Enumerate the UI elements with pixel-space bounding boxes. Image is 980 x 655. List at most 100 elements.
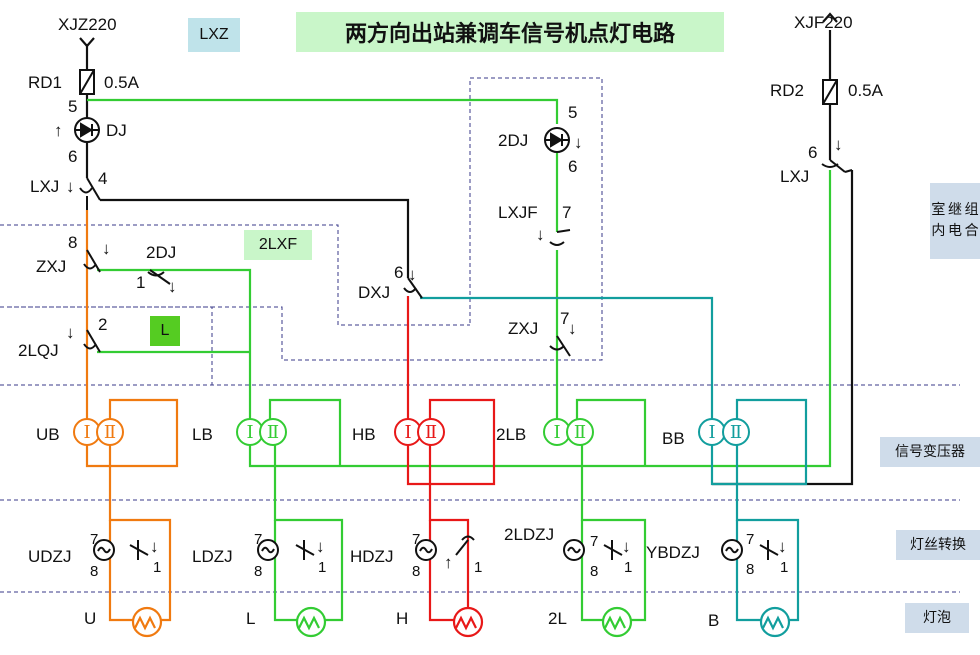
green-wiring: [87, 98, 832, 622]
diagram-title: 两方向出站兼调车信号机点灯电路: [296, 12, 724, 52]
zxj-mid-label: ZXJ: [508, 319, 538, 338]
lqj-arrow: ↓: [66, 323, 75, 342]
transformer-windings: Ⅰ Ⅱ Ⅰ Ⅱ Ⅰ Ⅱ Ⅰ Ⅱ Ⅰ Ⅱ: [83, 422, 742, 442]
indoor-label-line-2: 继电: [948, 202, 962, 239]
dj2-num-5: 5: [568, 103, 577, 122]
hdzj-1: 1: [474, 559, 482, 576]
dj2-coil: [544, 127, 570, 153]
2ldzj-7: 7: [590, 533, 598, 550]
lxj-left-label: LXJ: [30, 177, 59, 196]
ybdzj-1: 1: [780, 559, 788, 576]
2ldzj-arrow: ↓: [622, 537, 631, 556]
lamp-u: [131, 606, 163, 638]
bulb-section-label: 灯泡: [905, 603, 969, 633]
udzj-8: 8: [90, 563, 98, 580]
xjf220-label: XJF220: [794, 13, 853, 32]
dj-num-5: 5: [68, 97, 77, 116]
lamp-u-label: U: [84, 609, 96, 628]
ldzj-7: 7: [254, 531, 262, 548]
ldzj-label: LDZJ: [192, 547, 233, 566]
lb-primary: Ⅰ: [246, 422, 253, 442]
ldzj-1: 1: [318, 559, 326, 576]
rd1-rating: 0.5A: [104, 73, 140, 92]
dj-coil: [74, 117, 100, 143]
lxjf-label: LXJF: [498, 203, 538, 222]
indoor-label-line-1: 室内: [931, 202, 946, 239]
udzj-7: 7: [90, 531, 98, 548]
ldzj-arrow: ↓: [316, 537, 325, 556]
hdzj-8: 8: [412, 563, 420, 580]
lamp-h: [452, 606, 484, 638]
orange-wiring: [85, 210, 179, 622]
lamp-2l: [601, 606, 633, 638]
lamp-b: [759, 606, 791, 638]
ybdzj-8: 8: [746, 561, 754, 578]
zxj-arrow: ↓: [102, 239, 111, 258]
lxz-tag: LXZ: [188, 18, 240, 52]
bb-secondary: Ⅱ: [730, 422, 742, 442]
bb-label: BB: [662, 429, 685, 448]
transformer-bb: [698, 418, 750, 446]
hdzj-arrow: ↑: [444, 553, 453, 572]
2lb-primary: Ⅰ: [553, 422, 560, 442]
lxjr-num-6: 6: [808, 143, 817, 162]
lamp-symbols: [131, 606, 791, 638]
transformer-2lb: [543, 418, 594, 446]
lxjr-arrow: ↓: [834, 135, 843, 154]
ybdzj-7: 7: [746, 531, 754, 548]
lxj-num-4: 4: [98, 169, 107, 188]
lb-secondary: Ⅱ: [267, 422, 279, 442]
hb-label: HB: [352, 425, 376, 444]
transformer-lb: [236, 418, 287, 446]
lamp-h-label: H: [396, 609, 408, 628]
rd2-rating: 0.5A: [848, 81, 884, 100]
udzj-label: UDZJ: [28, 547, 71, 566]
udzj-symbol: [93, 539, 149, 561]
dxj-label: DXJ: [358, 283, 390, 302]
ub-secondary: Ⅱ: [104, 422, 116, 442]
ybdzj-arrow: ↓: [778, 537, 787, 556]
hdzj-label: HDZJ: [350, 547, 393, 566]
2ldzj-symbol: [563, 539, 623, 561]
lxjf-num-7: 7: [562, 203, 571, 222]
dj2c-arrow: ↓: [168, 277, 177, 296]
transformer-hb: [394, 418, 445, 446]
ub-primary: Ⅰ: [83, 422, 90, 442]
bb-primary: Ⅰ: [708, 422, 715, 442]
dashed-frames: [0, 77, 960, 593]
lamp-2l-label: 2L: [548, 609, 567, 628]
udzj-arrow: ↓: [150, 537, 159, 556]
hb-primary: Ⅰ: [404, 422, 411, 442]
dj-up-arrow: ↑: [54, 121, 63, 140]
ub-label: UB: [36, 425, 60, 444]
xjz220-label: XJZ220: [58, 15, 117, 34]
zxj-mid-arrow: ↓: [568, 319, 577, 338]
indoor-label-line-3: 组合: [964, 202, 979, 239]
transformer-section-label: 信号变压器: [880, 437, 980, 467]
indoor-relay-label: 室内 继电 组合: [930, 183, 980, 259]
dxj-num-6: 6: [394, 263, 403, 282]
schematic-labels: XJZ220 XJF220 RD1 0.5A RD2 0.5A 5 ↑ DJ 6…: [18, 13, 884, 630]
zxj-top-label: ZXJ: [36, 257, 66, 276]
l-tag: L: [150, 316, 180, 346]
lxj-right-label: LXJ: [780, 167, 809, 186]
2lb-label: 2LB: [496, 425, 526, 444]
dj2c-num-1: 1: [136, 273, 145, 292]
lxjf-arrow: ↓: [536, 225, 545, 244]
zxj-num-8: 8: [68, 233, 77, 252]
transformer-symbols: [73, 418, 750, 446]
udzj-1: 1: [153, 559, 161, 576]
dj2-contact-label: 2DJ: [146, 243, 176, 262]
lxj-left-arrow: ↓: [66, 177, 75, 196]
lamp-b-label: B: [708, 611, 719, 630]
lamp-l-label: L: [246, 609, 255, 628]
2ldzj-label: 2LDZJ: [504, 525, 554, 544]
ldzj-symbol: [257, 539, 315, 561]
hb-secondary: Ⅱ: [425, 422, 437, 442]
2lb-secondary: Ⅱ: [574, 422, 586, 442]
dj-num-6: 6: [68, 147, 77, 166]
ldzj-8: 8: [254, 563, 262, 580]
hdzj-7: 7: [412, 531, 420, 548]
zxj-mid-num-7: 7: [560, 309, 569, 328]
